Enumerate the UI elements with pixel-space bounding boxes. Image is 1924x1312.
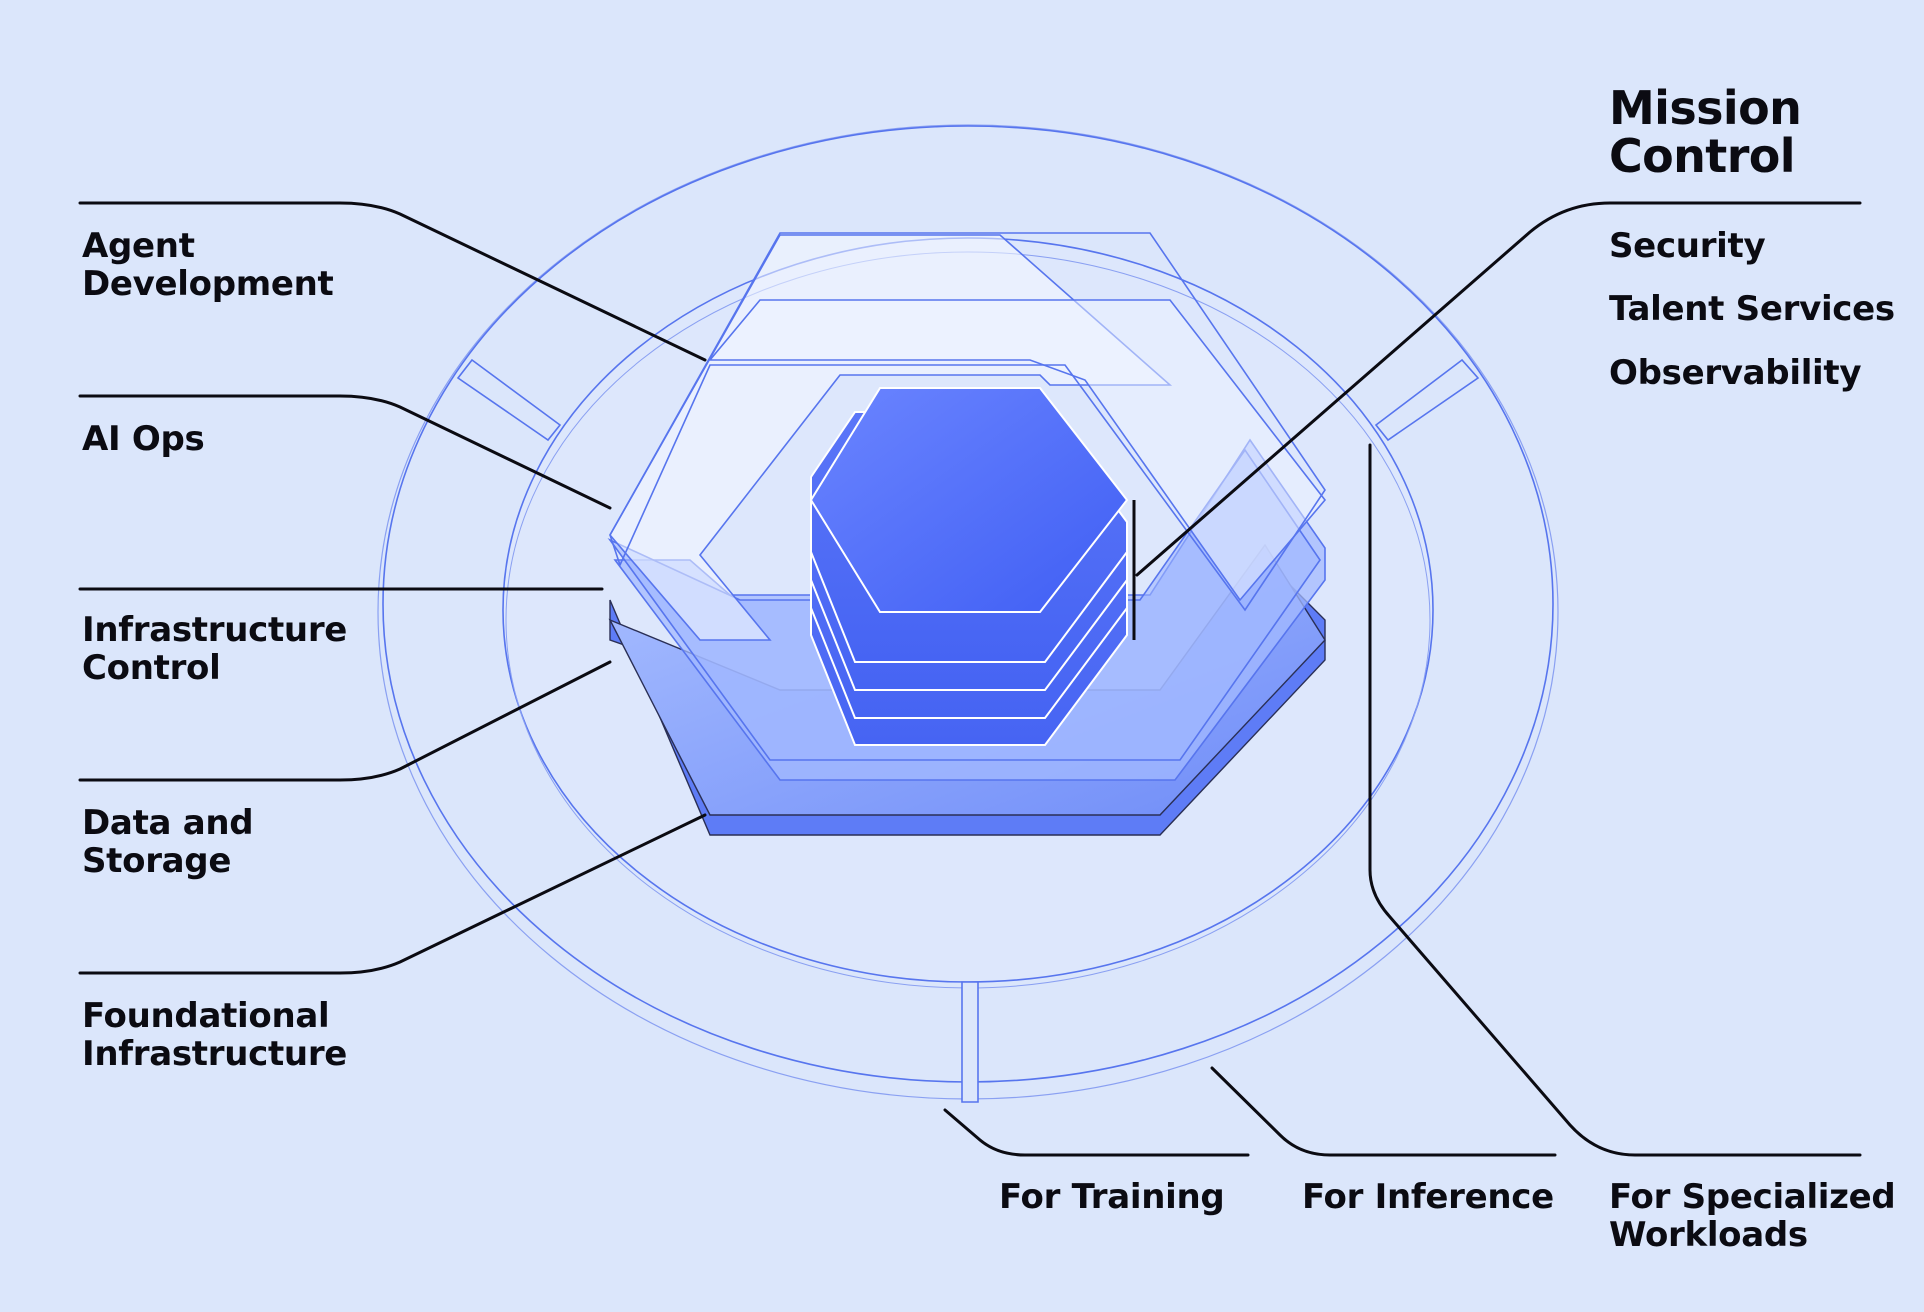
- mission-control-item-observability: Observability: [1609, 353, 1862, 393]
- label-line: Storage: [82, 841, 232, 881]
- leader-lines: [78, 201, 1862, 1157]
- label-foundational-infrastructure: Foundational Infrastructure: [82, 997, 347, 1073]
- leader-for-inference: [1210, 1066, 1557, 1157]
- label-agent-development: Agent Development: [82, 227, 334, 303]
- label-line: For Specialized: [1609, 1177, 1896, 1217]
- label-line: Data and: [82, 803, 254, 843]
- leader-for-specialized-workloads: [1368, 443, 1862, 1157]
- item-text: Security: [1609, 226, 1766, 266]
- leader-for-training: [943, 1108, 1250, 1157]
- leader-data-and-storage: [78, 660, 612, 782]
- glass-top-frame: [609, 232, 1326, 612]
- label-line: For Inference: [1302, 1177, 1554, 1217]
- label-infrastructure-control: Infrastructure Control: [82, 611, 347, 687]
- leader-ai-ops: [78, 394, 612, 510]
- label-line: Development: [82, 264, 334, 304]
- gap-top-right: [1374, 358, 1480, 442]
- core-stack: [809, 387, 1136, 746]
- item-text: Talent Services: [1609, 289, 1895, 329]
- title-line: Mission: [1609, 81, 1802, 135]
- label-ai-ops: AI Ops: [82, 419, 205, 459]
- mission-control-item-talent-services: Talent Services: [1609, 290, 1895, 328]
- glass-top-right: [708, 299, 1327, 602]
- mission-control-item-security: Security: [1609, 226, 1766, 266]
- label-for-inference: For Inference: [1302, 1178, 1554, 1216]
- label-for-training: For Training: [999, 1177, 1225, 1217]
- label-line: Foundational: [82, 996, 330, 1036]
- title-line: Control: [1609, 129, 1796, 183]
- core-top: [809, 387, 1129, 613]
- leader-foundational-infrastructure: [78, 813, 707, 975]
- gap-top-left: [456, 358, 562, 442]
- leader-mission-control: [1135, 201, 1862, 577]
- label-line: Control: [82, 648, 221, 688]
- leader-agent-development: [78, 201, 707, 362]
- label-line: AI Ops: [82, 419, 205, 459]
- label-line: Workloads: [1609, 1215, 1808, 1255]
- ring-gaps: [456, 358, 1480, 1103]
- mission-control-title: Mission Control: [1609, 81, 1802, 183]
- label-for-specialized-workloads: For Specialized Workloads: [1609, 1177, 1896, 1255]
- label-line: Infrastructure: [82, 1034, 348, 1074]
- label-line: Infrastructure: [82, 610, 348, 650]
- label-data-and-storage: Data and Storage: [82, 803, 254, 881]
- item-text: Observability: [1609, 353, 1862, 393]
- label-line: Agent: [82, 226, 195, 266]
- gap-bottom: [961, 981, 979, 1103]
- label-line: For Training: [999, 1177, 1225, 1217]
